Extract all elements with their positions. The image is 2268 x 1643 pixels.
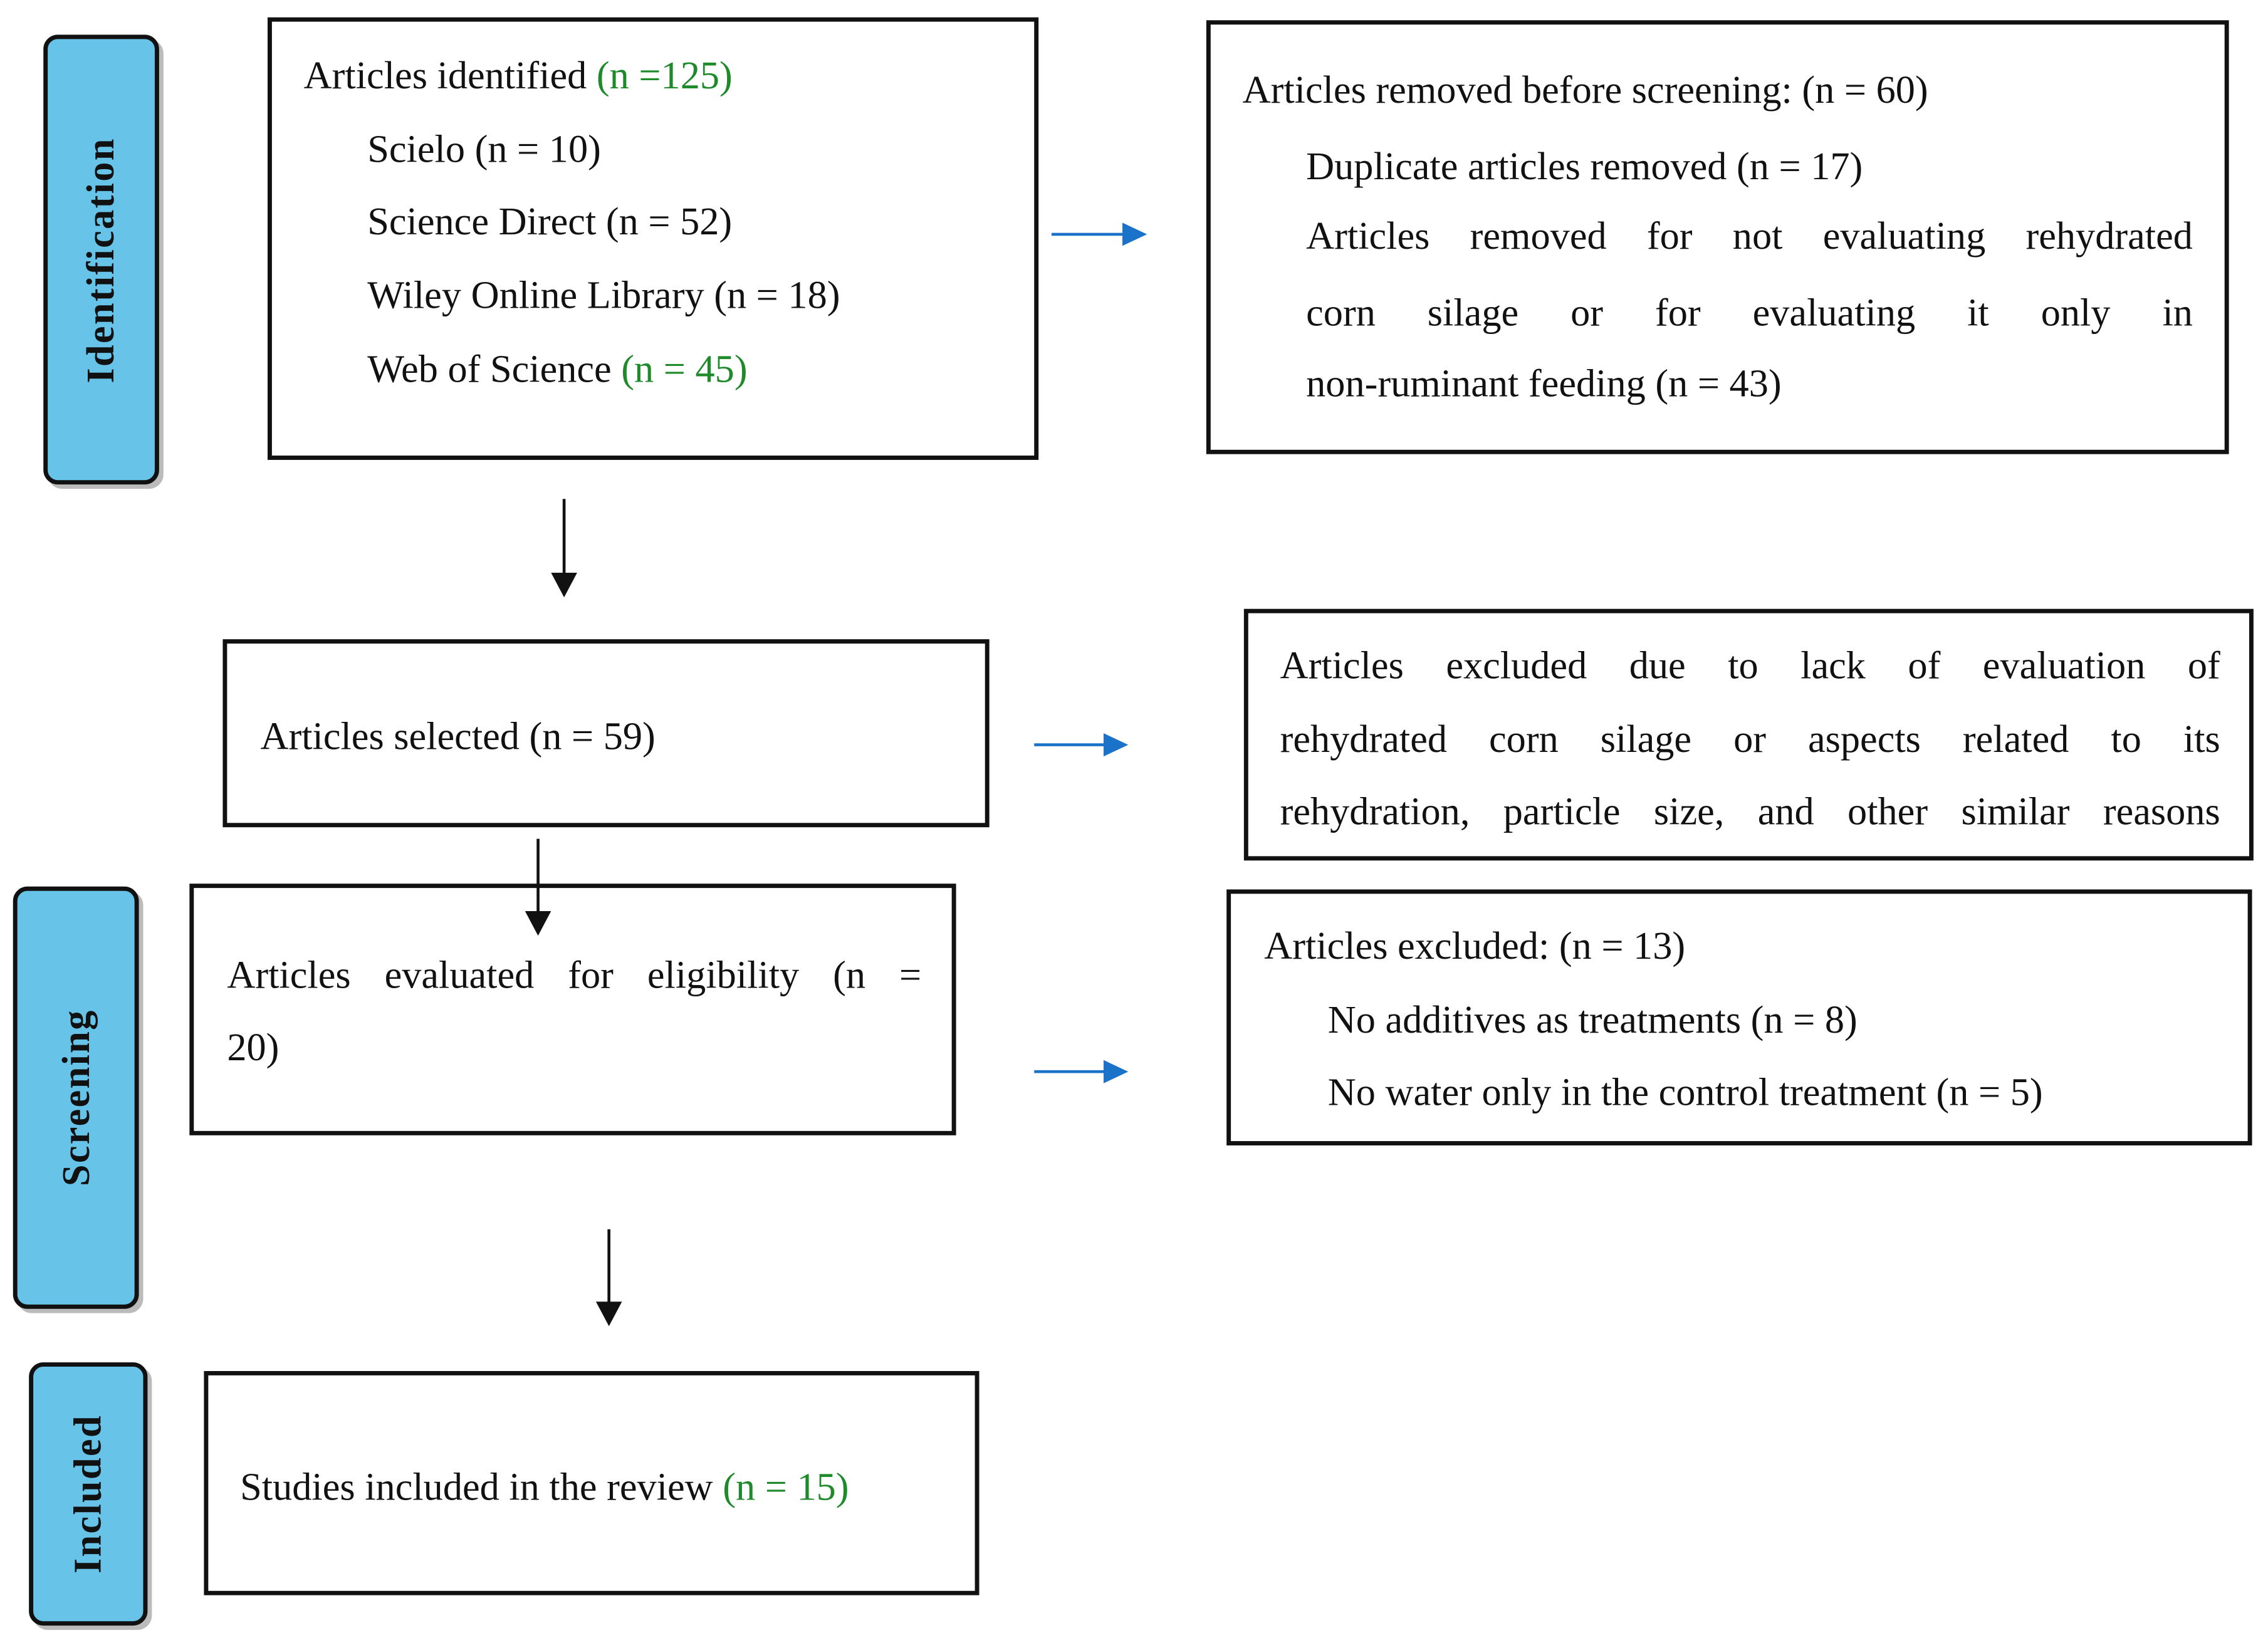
excluded-box xyxy=(1226,889,2252,1145)
source-scielo: Scielo (n = 10) xyxy=(367,127,601,171)
selected-box xyxy=(222,639,990,828)
arrow-down xyxy=(525,838,551,936)
eligibility-line: Articles evaluated for eligibility (n = xyxy=(227,952,922,997)
source-science-direct: Science Direct (n = 52) xyxy=(367,199,733,243)
excluded-lack-line: rehydration, particle size, and other si… xyxy=(1280,790,2220,833)
excluded-lack-line: Articles excluded due to lack of evaluat… xyxy=(1280,644,2220,687)
arrow-right xyxy=(1034,733,1129,757)
removed-reason-line: non-ruminant feeding (n = 43) xyxy=(1306,362,1782,405)
source-web-of-science: Web of Science (n = 45) xyxy=(367,347,748,391)
eligibility-box xyxy=(189,884,956,1135)
identified-box xyxy=(267,17,1039,460)
excluded-reason: No water only in the control treatment (… xyxy=(1327,1070,2043,1114)
arrow-down xyxy=(551,499,577,598)
source-wiley: Wiley Online Library (n = 18) xyxy=(367,273,840,317)
stage-label-screening: Screening xyxy=(13,886,139,1309)
removed-reason-line: corn silage or for evaluating it only in xyxy=(1306,290,2193,335)
removed-duplicates: Duplicate articles removed (n = 17) xyxy=(1306,144,1863,189)
removed-reason-line: Articles removed for not evaluating rehy… xyxy=(1306,214,2193,258)
excluded-reason: No additives as treatments (n = 8) xyxy=(1327,998,1858,1041)
stage-label-identification: Identification xyxy=(43,34,159,485)
excluded-title: Articles excluded: (n = 13) xyxy=(1264,924,1686,968)
excluded-lack-box xyxy=(1243,608,2254,861)
identified-title: Articles identified (n =125) xyxy=(303,53,733,97)
selected-text: Articles selected (n = 59) xyxy=(260,714,656,758)
arrow-right xyxy=(1034,1060,1129,1083)
eligibility-line: 20) xyxy=(227,1025,280,1069)
arrow-down xyxy=(595,1229,622,1327)
included-box xyxy=(204,1370,980,1595)
removed-title: Articles removed before screening: (n = … xyxy=(1242,68,1928,112)
included-text: Studies included in the review (n = 15) xyxy=(240,1465,849,1509)
arrow-right xyxy=(1051,222,1147,246)
stage-label-included: Included xyxy=(29,1362,148,1626)
excluded-lack-line: rehydrated corn silage or aspects relate… xyxy=(1280,717,2220,761)
removed-box xyxy=(1206,20,2229,454)
